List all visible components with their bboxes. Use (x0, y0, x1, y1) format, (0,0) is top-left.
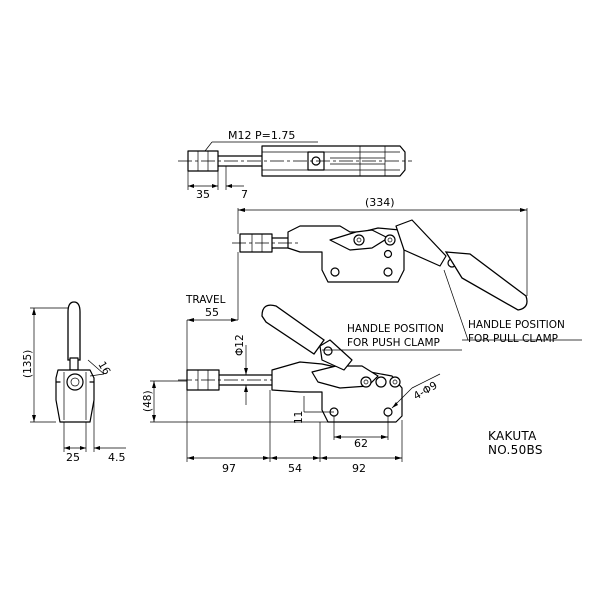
pull-note-line1: HANDLE POSITION (468, 319, 565, 331)
dim-135: (135) (22, 350, 34, 378)
handle-notes: HANDLE POSITION FOR PULL CLAMP HANDLE PO… (322, 269, 582, 351)
thread-spec-label: M12 P=1.75 (228, 129, 295, 142)
push-note-line2: FOR PUSH CLAMP (347, 337, 440, 349)
dim-334: (334) (365, 196, 395, 209)
dim-62: 62 (354, 437, 368, 450)
push-view-handle-grip (261, 304, 325, 355)
title-block: KAKUTA NO.50BS (488, 429, 543, 457)
pull-view-handle-grip (444, 251, 528, 311)
dim-4-5: 4.5 (108, 451, 126, 464)
travel-label: TRAVEL (185, 294, 226, 306)
dim-phi12: Φ12 (234, 334, 246, 356)
bottom-dims: 97 54 92 (186, 390, 403, 475)
dim-334-group: (334) (237, 196, 528, 296)
dim-48: (48) (142, 390, 154, 412)
push-clamp-view (178, 304, 403, 423)
side-view: (135) 16 25 4.5 (22, 301, 126, 464)
model-label: NO.50BS (488, 443, 543, 457)
pull-note-line2: FOR PULL CLAMP (468, 333, 558, 345)
dim-54: 54 (288, 462, 302, 475)
dim-62-group: 62 (333, 416, 389, 450)
top-view: M12 P=1.75 35 7 (178, 129, 412, 201)
maker-label: KAKUTA (488, 429, 537, 443)
dim-35: 35 (196, 188, 210, 201)
dim-48-group: (48) (142, 380, 328, 423)
dim-11: 11 (293, 411, 305, 424)
dim-11-group: 11 (293, 396, 334, 424)
phi12-dim: Φ12 (234, 334, 248, 405)
dim-55: 55 (205, 306, 219, 319)
dim-16: 16 (95, 360, 112, 378)
dim-7: 7 (241, 188, 248, 201)
dim-92: 92 (352, 462, 366, 475)
dim-97: 97 (222, 462, 236, 475)
side-view-handle (67, 301, 81, 361)
pull-clamp-view (232, 219, 528, 311)
dim-25: 25 (66, 451, 80, 464)
hole-spec: 4-Φ9 (412, 379, 440, 402)
side-view-body (55, 369, 95, 423)
travel-dim: TRAVEL 55 (185, 252, 239, 370)
push-note-line1: HANDLE POSITION (347, 323, 444, 335)
